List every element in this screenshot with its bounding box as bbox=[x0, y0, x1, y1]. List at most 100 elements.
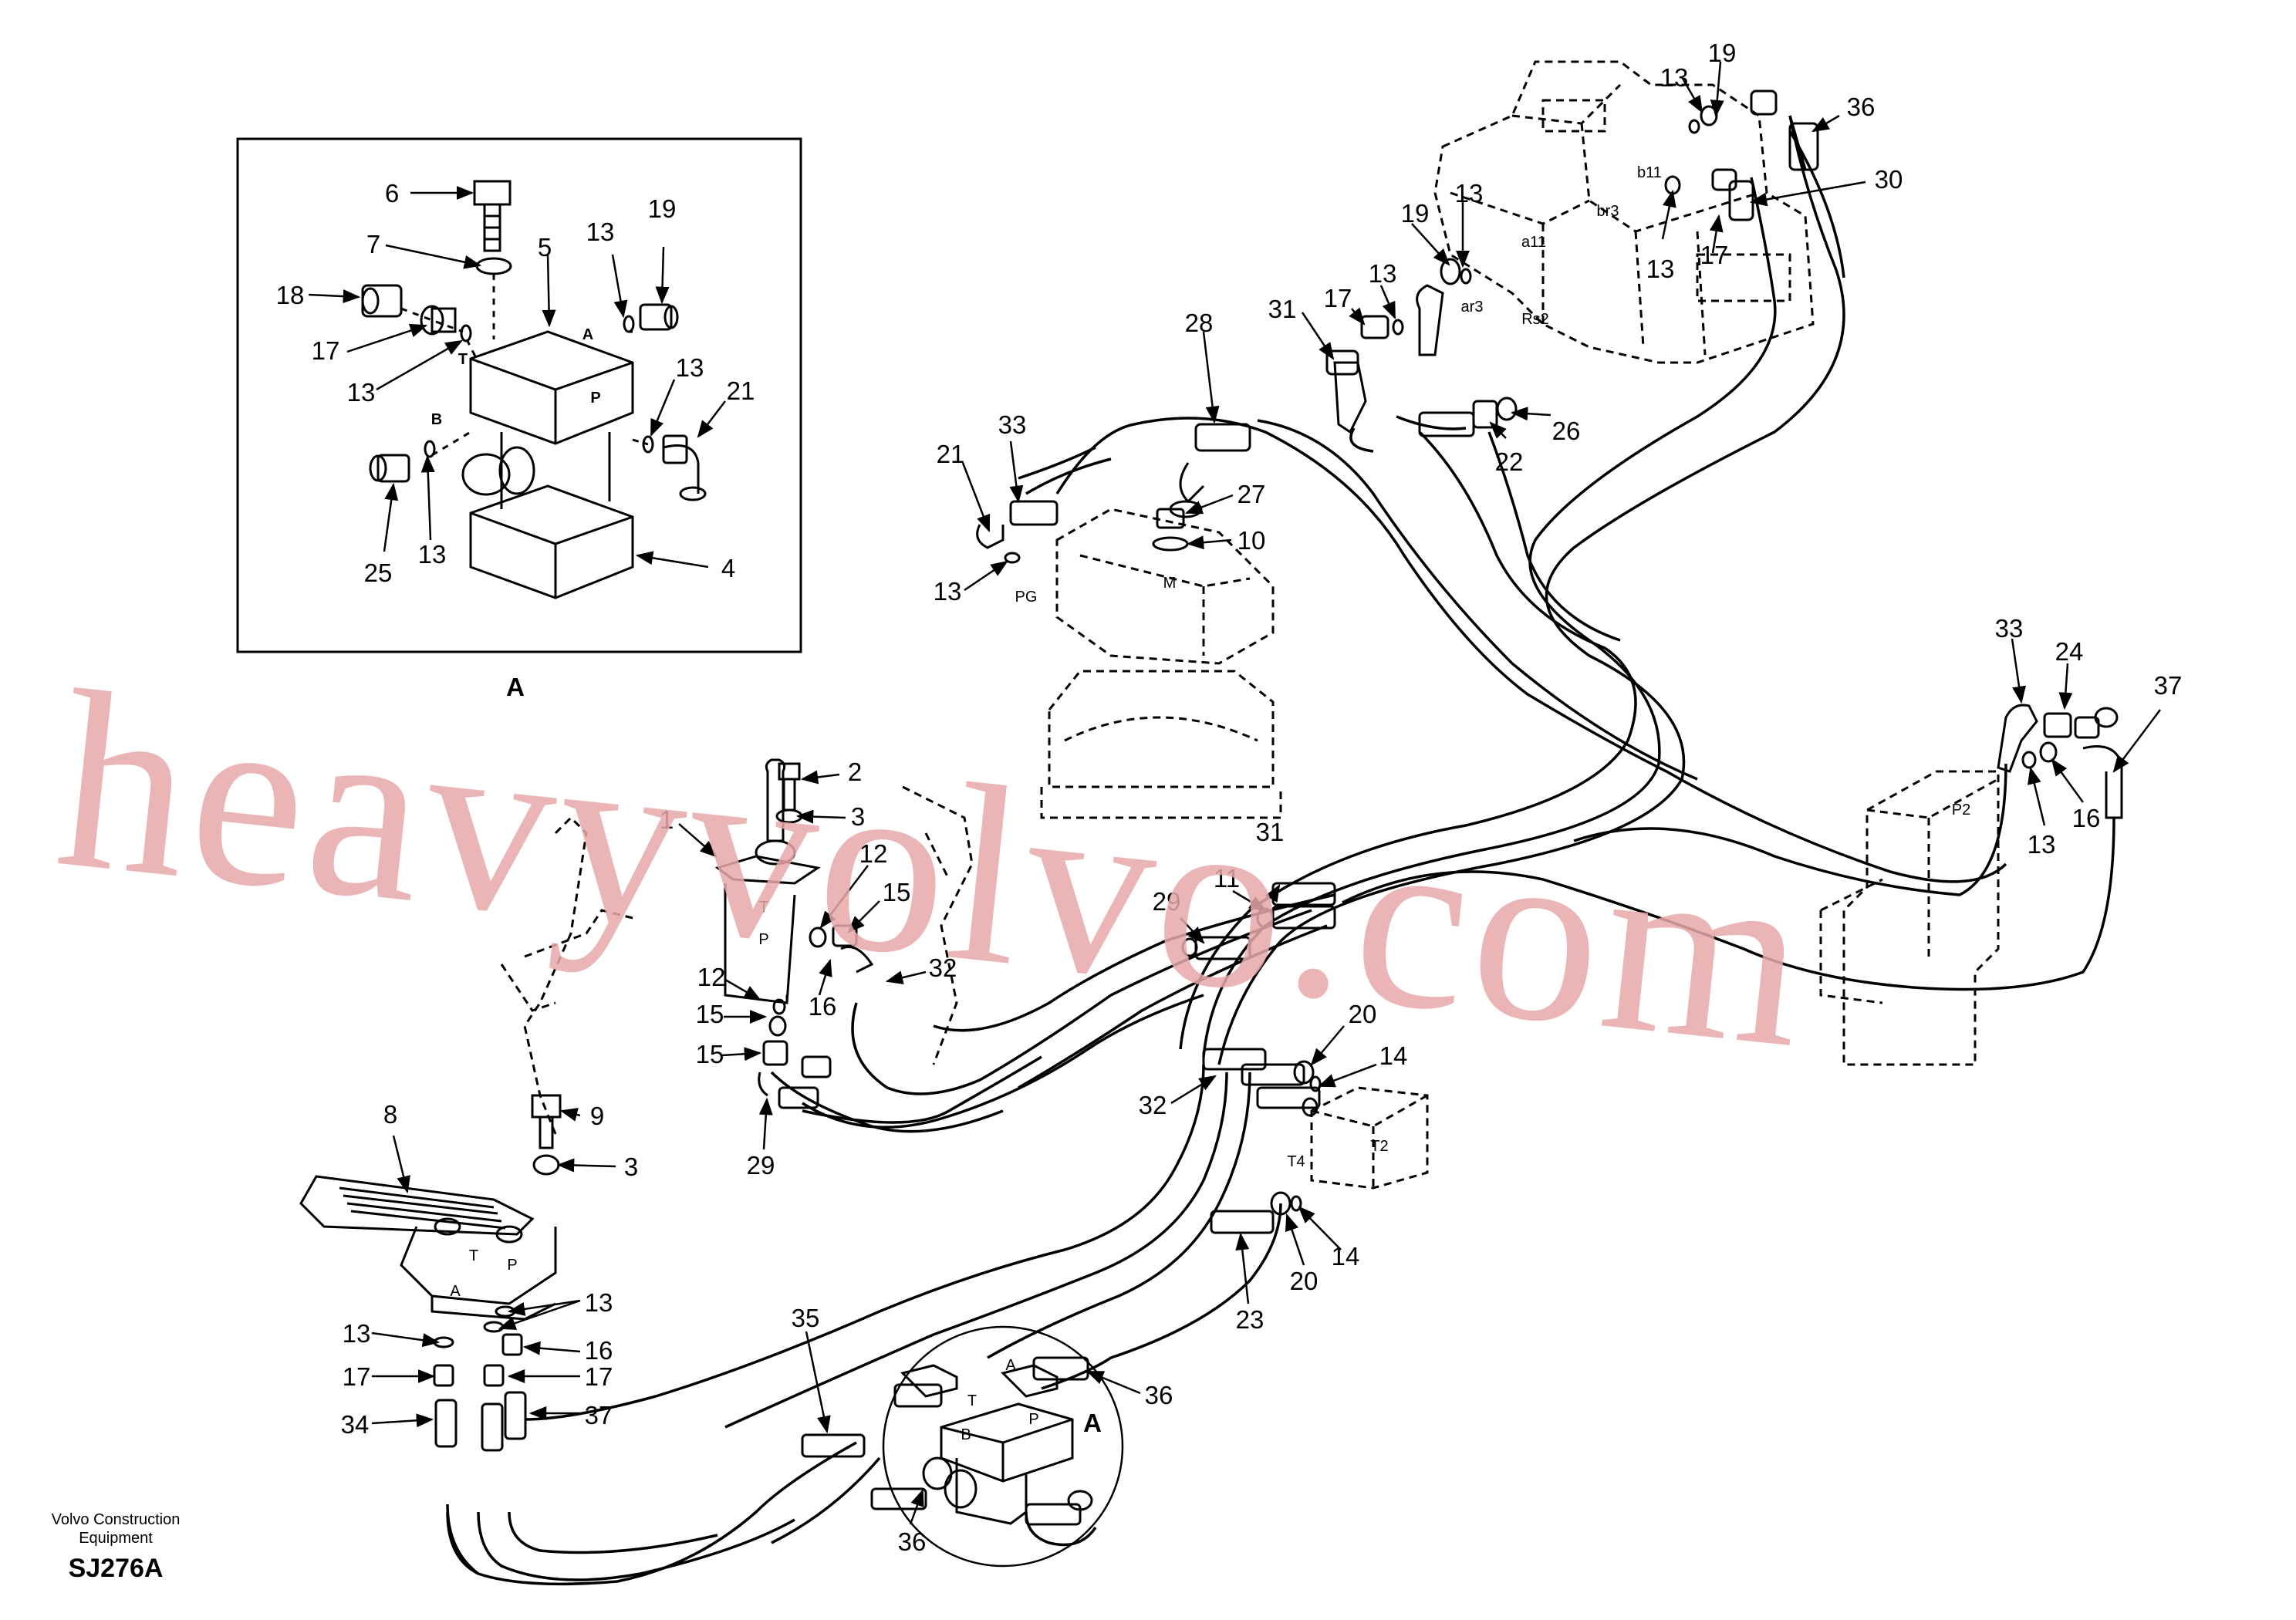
callout-36: 36 bbox=[898, 1527, 927, 1556]
callout-30: 30 bbox=[1875, 165, 1903, 194]
callout-34: 34 bbox=[341, 1410, 370, 1439]
callout-12: 12 bbox=[859, 839, 888, 868]
callout-14: 14 bbox=[1332, 1242, 1360, 1271]
callout-19: 19 bbox=[648, 194, 677, 223]
callout-13: 13 bbox=[1369, 259, 1397, 288]
callout-27: 27 bbox=[1237, 480, 1266, 508]
callout-20: 20 bbox=[1290, 1267, 1319, 1295]
callout-29: 29 bbox=[747, 1151, 775, 1180]
callout-36: 36 bbox=[1847, 93, 1876, 121]
port-label-m: M bbox=[1163, 575, 1177, 592]
callout-32: 32 bbox=[929, 953, 957, 982]
callout-28: 28 bbox=[1185, 309, 1214, 337]
port-label-a11: a11 bbox=[1521, 234, 1546, 251]
hose-lines bbox=[446, 115, 2115, 1586]
callout-8: 8 bbox=[383, 1100, 397, 1129]
callout-5: 5 bbox=[538, 233, 552, 262]
callout-13: 13 bbox=[418, 540, 447, 569]
callout-12: 12 bbox=[697, 963, 726, 991]
callout-17: 17 bbox=[1700, 241, 1729, 269]
callout-16: 16 bbox=[809, 992, 837, 1021]
port-label-t: T bbox=[458, 351, 468, 368]
callout-33: 33 bbox=[1995, 614, 2024, 643]
callout-13: 13 bbox=[934, 577, 962, 606]
callout-37: 37 bbox=[2154, 671, 2183, 700]
callout-32: 32 bbox=[1139, 1091, 1167, 1119]
callout-22: 22 bbox=[1495, 447, 1524, 476]
main-control-valve bbox=[1433, 60, 1815, 364]
callout-13: 13 bbox=[1646, 255, 1675, 283]
callout-4: 4 bbox=[721, 554, 735, 582]
directional-valve bbox=[882, 1325, 1124, 1568]
callout-13: 13 bbox=[676, 353, 704, 382]
callout-17: 17 bbox=[343, 1362, 371, 1391]
callout-3: 3 bbox=[624, 1153, 638, 1181]
callout-26: 26 bbox=[1552, 417, 1581, 445]
callout-9: 9 bbox=[590, 1102, 604, 1130]
callout-14: 14 bbox=[1379, 1041, 1408, 1070]
inset-detail-a bbox=[236, 137, 802, 653]
port-label-ar3: ar3 bbox=[1461, 299, 1484, 316]
port-label-rs2: Rs2 bbox=[1521, 311, 1549, 328]
tank-block-t2 bbox=[1310, 1086, 1429, 1190]
callout-17: 17 bbox=[312, 336, 340, 365]
callout-15: 15 bbox=[696, 1040, 724, 1068]
port-label-valve-b: B bbox=[961, 1426, 971, 1443]
callout-16: 16 bbox=[2072, 804, 2101, 832]
callout-37: 37 bbox=[585, 1401, 613, 1429]
callout-3: 3 bbox=[851, 802, 865, 831]
port-label-valve-a: A bbox=[1005, 1357, 1016, 1374]
callout-15: 15 bbox=[883, 878, 911, 906]
callout-19: 19 bbox=[1401, 199, 1430, 228]
callout-13: 13 bbox=[347, 378, 376, 407]
callout-21: 21 bbox=[937, 440, 965, 468]
swing-motor bbox=[1040, 508, 1282, 819]
callout-36: 36 bbox=[1145, 1381, 1173, 1409]
port-label-p: P bbox=[590, 390, 600, 407]
port-label-pedal-a: A bbox=[450, 1283, 461, 1300]
port-label-b11: b11 bbox=[1637, 164, 1662, 181]
port-label-pedal-p: P bbox=[507, 1257, 517, 1274]
port-label-pg: PG bbox=[1015, 589, 1038, 606]
port-label-joy-t: T bbox=[759, 899, 768, 916]
cab-outline bbox=[500, 785, 974, 1135]
callout-20: 20 bbox=[1349, 1000, 1377, 1028]
port-label-valve-p: P bbox=[1028, 1411, 1038, 1428]
inset-frame bbox=[236, 137, 802, 653]
company-line-2: Equipment bbox=[79, 1530, 153, 1547]
callout-numbers: 6 7 5 13 19 18 17 13 13 21 25 13 4 28 33… bbox=[276, 39, 2183, 1556]
callout-2: 2 bbox=[848, 758, 862, 786]
port-label-p2: P2 bbox=[1952, 802, 1970, 818]
port-label-t2: T2 bbox=[1370, 1138, 1388, 1155]
callout-6: 6 bbox=[385, 179, 399, 208]
callout-1: 1 bbox=[660, 805, 674, 834]
callout-7: 7 bbox=[366, 230, 380, 258]
callout-24: 24 bbox=[2055, 637, 2084, 666]
callout-13: 13 bbox=[1455, 179, 1484, 208]
drawing-code: SJ276A bbox=[68, 1554, 164, 1583]
port-label-pedal-t: T bbox=[469, 1247, 478, 1264]
callout-17: 17 bbox=[1324, 284, 1352, 312]
callout-31: 31 bbox=[1256, 818, 1285, 846]
callout-33: 33 bbox=[998, 410, 1027, 439]
callout-13: 13 bbox=[343, 1319, 371, 1348]
callout-19: 19 bbox=[1708, 39, 1737, 67]
inset-title: A bbox=[506, 673, 525, 701]
port-labels: A T P B PG M b11 br3 a11 ar3 Rs2 P2 T4 T… bbox=[431, 164, 1970, 1443]
callout-a: A bbox=[1083, 1409, 1102, 1437]
callout-17: 17 bbox=[585, 1362, 613, 1391]
port-label-a: A bbox=[582, 326, 593, 343]
callout-18: 18 bbox=[276, 281, 305, 309]
callout-31: 31 bbox=[1268, 295, 1297, 323]
callout-29: 29 bbox=[1153, 887, 1181, 916]
foot-pedal bbox=[299, 1094, 562, 1321]
company-name: Volvo Construction Equipment bbox=[31, 1510, 201, 1547]
callout-21: 21 bbox=[727, 376, 755, 405]
callout-23: 23 bbox=[1236, 1305, 1264, 1334]
port-label-t4: T4 bbox=[1287, 1153, 1305, 1170]
callout-11: 11 bbox=[1214, 864, 1240, 893]
leader-lines bbox=[308, 61, 2161, 1525]
company-line-1: Volvo Construction bbox=[51, 1511, 181, 1528]
port-label-b: B bbox=[431, 411, 442, 428]
